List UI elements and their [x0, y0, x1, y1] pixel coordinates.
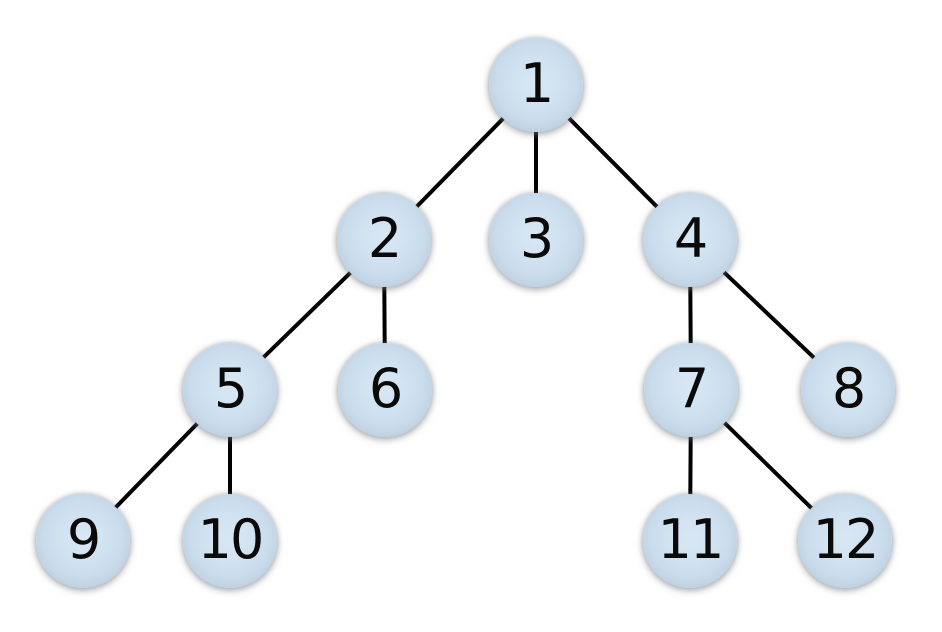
tree-node-9: 9	[36, 494, 130, 588]
tree-node-label-7: 7	[674, 357, 709, 420]
tree-node-6: 6	[338, 343, 432, 437]
tree-node-label-6: 6	[368, 357, 403, 420]
tree-node-2: 2	[337, 193, 431, 287]
tree-node-label-3: 3	[519, 207, 554, 270]
tree-node-label-10: 10	[197, 508, 265, 571]
tree-node-label-4: 4	[673, 207, 708, 270]
tree-node-11: 11	[643, 494, 737, 588]
tree-node-4: 4	[643, 193, 737, 287]
tree-node-label-11: 11	[657, 508, 725, 571]
tree-node-label-12: 12	[812, 508, 880, 571]
tree-node-8: 8	[801, 343, 895, 437]
tree-node-5: 5	[183, 343, 277, 437]
tree-node-label-8: 8	[831, 357, 866, 420]
tree-node-label-9: 9	[66, 508, 101, 571]
tree-node-10: 10	[183, 494, 277, 588]
tree-node-label-2: 2	[367, 207, 402, 270]
tree-node-label-1: 1	[519, 52, 554, 115]
tree-node-12: 12	[798, 494, 892, 588]
tree-node-3: 3	[489, 193, 583, 287]
tree-node-label-5: 5	[213, 357, 248, 420]
tree-node-1: 1	[489, 38, 583, 132]
tree-node-7: 7	[644, 343, 738, 437]
